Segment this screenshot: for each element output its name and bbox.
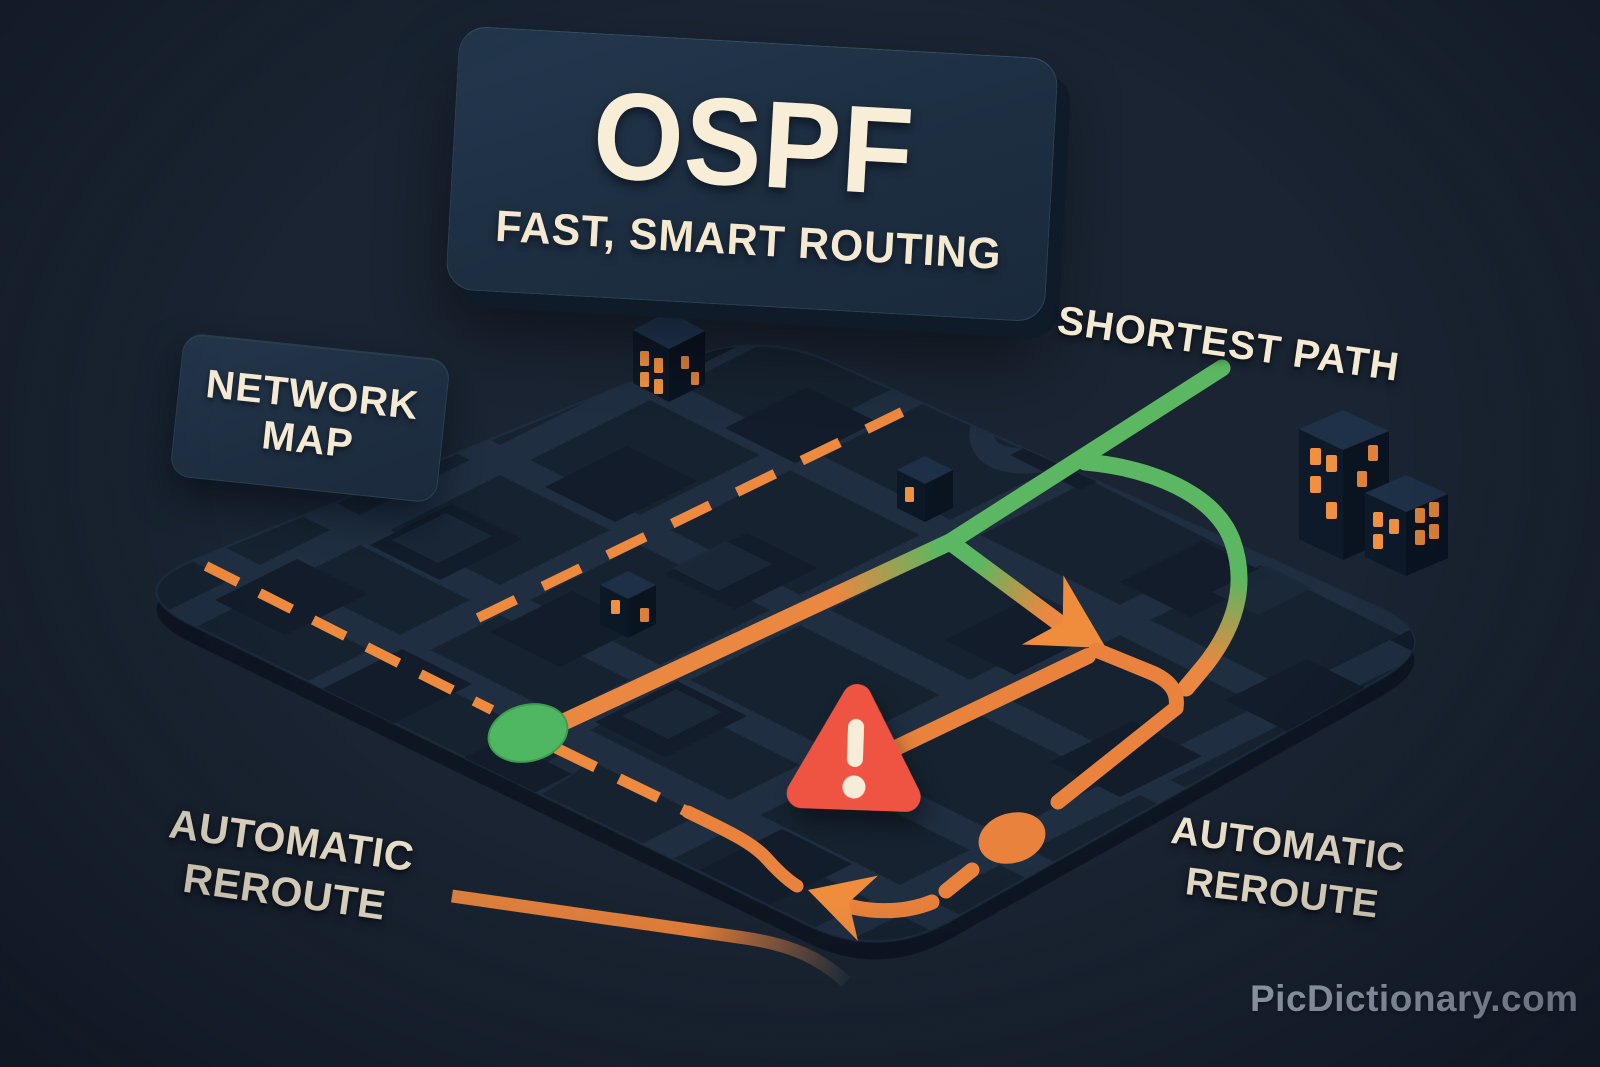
warning-exclamation <box>842 719 866 799</box>
page-subtitle: FAST, SMART ROUTING <box>493 201 1003 280</box>
dashed-link-north <box>475 407 905 623</box>
network-map-badge: NETWORK MAP <box>169 332 451 504</box>
building-small-center <box>897 456 953 522</box>
building-windows <box>640 351 663 394</box>
shortest-path-route <box>544 359 1248 736</box>
reroute-branch-route <box>1076 453 1248 697</box>
dashed-link-west <box>203 561 495 715</box>
page-title: OSPF <box>589 66 918 222</box>
building-small-west <box>600 571 656 638</box>
building-short-east <box>1365 475 1448 576</box>
orange-dot-icon <box>978 812 1046 864</box>
reroute-connector <box>681 805 804 893</box>
dashed-link-reroute <box>553 743 691 817</box>
warning-icon <box>786 684 921 812</box>
green-dot-icon <box>487 703 569 763</box>
network-map-badge-line2: MAP <box>259 413 356 467</box>
title-panel: OSPF FAST, SMART ROUTING <box>445 25 1059 323</box>
feeder-route <box>544 533 959 736</box>
reroute-line-west <box>451 889 851 987</box>
building-top-center <box>633 311 705 402</box>
watermark: PicDictionary.com <box>1250 978 1579 1019</box>
